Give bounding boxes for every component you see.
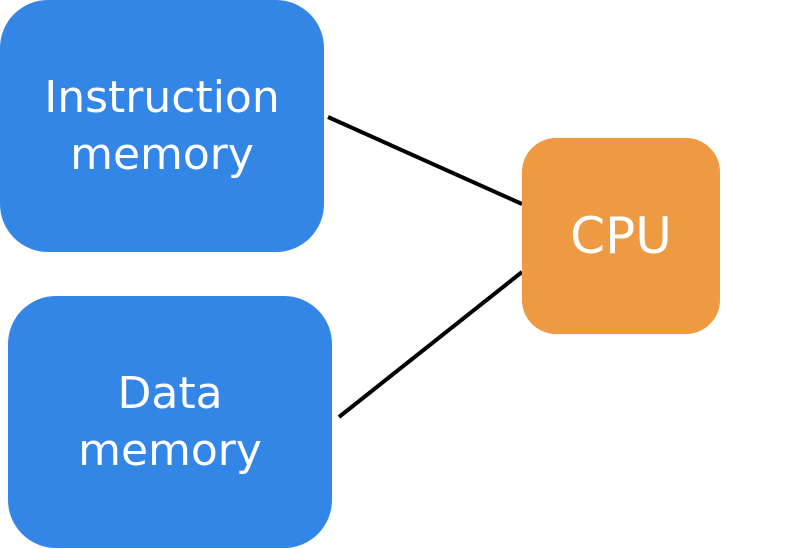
cpu-node: CPU (522, 138, 720, 334)
edge-instruction-memory-cpu (327, 115, 523, 206)
instruction-memory-node: Instruction memory (0, 0, 324, 252)
cpu-label: CPU (570, 206, 672, 265)
data-memory-node: Data memory (8, 296, 332, 548)
data-memory-label: Data memory (78, 367, 262, 476)
instruction-memory-label: Instruction memory (44, 71, 280, 180)
edge-data-memory-cpu (337, 270, 524, 419)
